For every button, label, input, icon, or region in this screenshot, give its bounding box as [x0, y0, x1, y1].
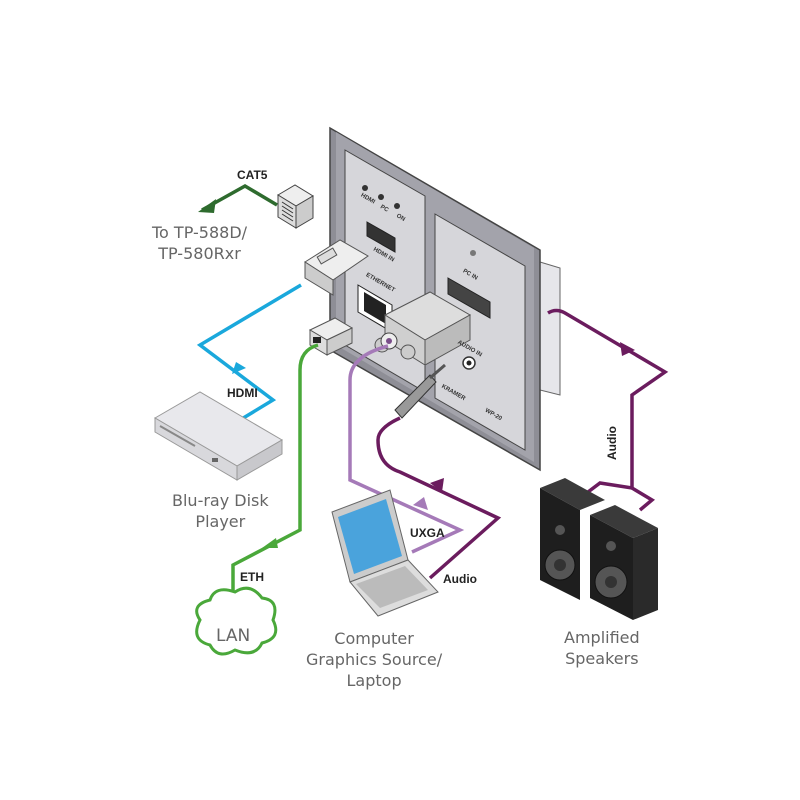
cat5-arrow [198, 199, 216, 213]
audio-plug [394, 363, 446, 419]
bluray-label: Blu-ray Disk Player [172, 490, 269, 532]
vga-connector [374, 291, 472, 366]
audio-in-arrow [430, 478, 444, 492]
cat5-jack-icon [277, 184, 314, 229]
hdmi-connector [304, 239, 369, 296]
hdmi-port [366, 221, 396, 253]
speakers-icon [540, 478, 658, 620]
laptop-line-1: Computer [334, 629, 414, 648]
rj45-connector [308, 317, 354, 356]
receiver-label: To TP-588D/ TP-580Rxr [152, 222, 247, 264]
laptop-line-2: Graphics Source/ [306, 650, 443, 669]
audio-out-cable [547, 308, 669, 494]
uxga-arrow [413, 497, 428, 510]
eth-label: ETH [240, 570, 264, 584]
hdmi-cable [196, 283, 302, 422]
bluray-line-1: Blu-ray Disk [172, 491, 269, 510]
audio-out-arrow [620, 342, 635, 356]
wall-plate [329, 126, 561, 472]
pc-in-port [447, 277, 491, 319]
laptop-line-3: Laptop [346, 671, 402, 690]
speakers-line-1: Amplified [564, 628, 640, 647]
lan-cloud-icon [195, 586, 278, 656]
laptop-label: Computer Graphics Source/ Laptop [306, 628, 442, 691]
cat5-label: CAT5 [237, 168, 268, 182]
cat5-cable [201, 183, 278, 212]
hdmi-label: HDMI [227, 386, 258, 400]
led-hdmi [362, 185, 368, 191]
laptop-icon [331, 489, 439, 617]
led-on [394, 203, 400, 209]
led-pc [378, 194, 384, 200]
bluray-line-2: Player [195, 512, 246, 531]
bluray-player-icon [154, 391, 283, 481]
speakers-line-2: Speakers [565, 649, 639, 668]
eth-arrow [262, 538, 278, 548]
eth-cable [231, 343, 319, 605]
speakers-label: Amplified Speakers [564, 627, 640, 669]
hdmi-arrow [232, 362, 246, 374]
audio-in-cable [376, 416, 502, 580]
uxga-label: UXGA [410, 526, 445, 540]
receiver-line-1: To TP-588D/ [152, 223, 248, 242]
receiver-line-2: TP-580Rxr [158, 244, 241, 263]
audio-in-label-text: Audio [443, 572, 477, 586]
audio-out-label: Audio [605, 426, 619, 460]
lan-label: LAN [216, 626, 251, 646]
uxga-cable [348, 344, 465, 554]
